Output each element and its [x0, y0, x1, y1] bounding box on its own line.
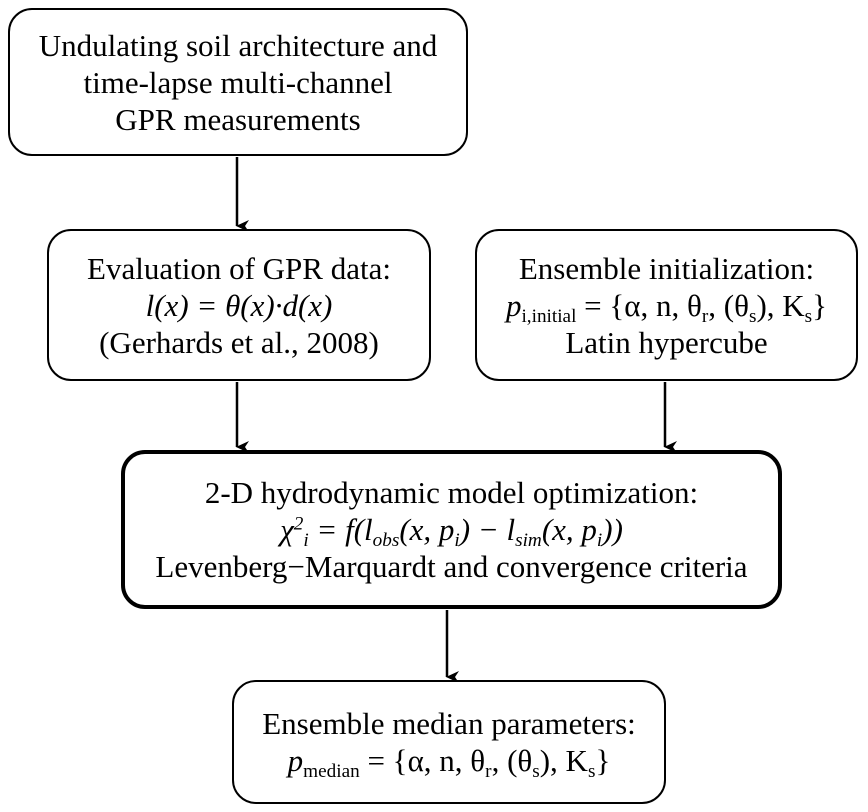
out-set-end: ), K: [539, 743, 588, 778]
out-set-open: = {α, n, θ: [359, 743, 486, 778]
optimization-box: 2-D hydrodynamic model optimization: χ2i…: [121, 450, 782, 609]
input-line-2: time-lapse multi-channel: [83, 64, 393, 100]
input-line-1: Undulating soil architecture and: [38, 27, 438, 63]
out-ks-subscript: s: [587, 760, 596, 782]
output-box: Ensemble median parameters: pmedian = {α…: [232, 680, 666, 804]
chi-superscript: 2: [293, 513, 304, 535]
ensemble-init-title: Ensemble initialization:: [518, 250, 815, 286]
optimization-criteria: Levenberg−Marquardt and convergence crit…: [155, 549, 748, 584]
evaluation-box: Evaluation of GPR data: l(x) = θ(x)·d(x)…: [47, 229, 431, 381]
theta-r-subscript: r: [701, 305, 709, 327]
eq-part-5: )): [602, 512, 623, 547]
sim-subscript: sim: [515, 529, 542, 551]
set-end: ), K: [756, 287, 805, 323]
optimization-equation: χ2i = f(lobs(x, pi) − lsim(x, pi)): [280, 511, 623, 551]
p-symbol: p: [505, 287, 522, 323]
ensemble-init-parameter-set: pi,initial = {α, n, θr, (θs), Ks}: [505, 287, 828, 327]
evaluation-citation: (Gerhards et al., 2008): [99, 324, 379, 360]
p-median-symbol: p: [287, 743, 304, 778]
pi-subscript-2: i: [596, 529, 603, 551]
ensemble-init-method: Latin hypercube: [565, 324, 768, 360]
input-line-3: GPR measurements: [115, 101, 361, 137]
set-mid: , (θ: [708, 287, 749, 323]
input-data-box: Undulating soil architecture and time-la…: [8, 8, 468, 156]
pi-subscript-1: i: [454, 529, 460, 551]
p-initial-subscript: i,initial: [521, 305, 577, 327]
p-median-subscript: median: [303, 760, 360, 782]
set-close: }: [812, 287, 828, 323]
set-open: = {α, n, θ: [584, 287, 702, 323]
output-parameter-set: pmedian = {α, n, θr, (θs), Ks}: [287, 742, 611, 782]
out-set-mid: , (θ: [491, 743, 533, 778]
chi-subscript: i: [303, 529, 309, 551]
eq-part-1: = f(l: [308, 512, 373, 547]
out-set-close: }: [595, 743, 611, 778]
theta-s-subscript: s: [748, 305, 757, 327]
chi-symbol: χ: [280, 512, 294, 547]
evaluation-equation: l(x) = θ(x)·d(x): [145, 287, 333, 323]
obs-subscript: obs: [372, 529, 400, 551]
out-theta-s-subscript: s: [532, 760, 540, 782]
ensemble-initialization-box: Ensemble initialization: pi,initial = {α…: [475, 229, 858, 381]
eq-part-3: ) − l: [459, 512, 516, 547]
evaluation-title: Evaluation of GPR data:: [87, 250, 391, 286]
optimization-title: 2-D hydrodynamic model optimization:: [204, 475, 699, 510]
eq-part-4: (x, p: [541, 512, 597, 547]
ks-subscript: s: [804, 305, 813, 327]
eq-part-2: (x, p: [399, 512, 455, 547]
out-theta-r-subscript: r: [485, 760, 492, 782]
output-title: Ensemble median parameters:: [262, 706, 636, 741]
